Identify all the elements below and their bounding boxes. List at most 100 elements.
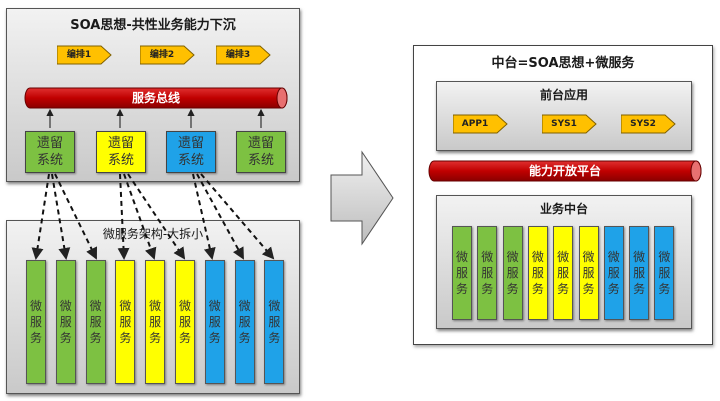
microservice-9: 微服务 — [264, 260, 285, 384]
legacy-system-4-label: 遗留 — [247, 136, 274, 151]
app-sys2-label: SYS2 — [630, 119, 656, 129]
business-microservice-8: 微服务 — [629, 226, 650, 320]
business-microservice-4: 微服务 — [527, 226, 548, 320]
orchestration-2-label: 编排2 — [149, 50, 175, 60]
microservice-label-char: 务 — [268, 331, 281, 345]
app-app1-label: APP1 — [461, 119, 489, 129]
microservice-panel-title: 微服务架构-大拆小 — [102, 227, 204, 241]
microservice-label-char: 微 — [208, 299, 221, 313]
microservice-label-char: 务 — [89, 331, 102, 345]
microservice-label-char: 务 — [119, 331, 132, 345]
business-microservice-3: 微服务 — [502, 226, 523, 320]
business-microservice-label-char: 微 — [455, 250, 468, 264]
microservice-label-char: 务 — [149, 331, 162, 345]
microservice-label-char: 务 — [238, 331, 251, 345]
microservice-label-char: 微 — [59, 299, 72, 313]
soa-panel: SOA思想-共性业务能力下沉 编排1 编排2 编排3 服务总线 遗留 系统 遗留… — [6, 8, 300, 182]
legacy-system-2-label-2: 系统 — [107, 153, 134, 168]
split-arrow-3 — [54, 173, 98, 260]
business-microservice-7: 微服务 — [603, 226, 624, 320]
business-microservice-9: 微服务 — [654, 226, 675, 320]
orchestration-3-label: 编排3 — [225, 50, 251, 60]
business-microservice-label-char: 务 — [506, 282, 519, 296]
orchestration-1: 编排1 — [57, 45, 113, 65]
soa-panel-title: SOA思想-共性业务能力下沉 — [70, 18, 236, 33]
split-arrow-1 — [31, 173, 50, 260]
microservice-label-char: 服 — [238, 315, 251, 329]
business-microservice-label-char: 服 — [531, 266, 544, 280]
capability-platform-label: 能力开放平台 — [528, 164, 601, 178]
business-microservice-label-char: 微 — [658, 250, 671, 264]
business-microservice-label-char: 务 — [582, 282, 595, 296]
front-apps-panel: 前台应用 APP1 SYS1 SYS2 — [436, 81, 692, 151]
app-app1: APP1 — [453, 114, 509, 134]
business-microservice-label-char: 微 — [607, 250, 620, 264]
app-sys1-label: SYS1 — [551, 119, 577, 129]
capability-platform-cylinder — [428, 160, 702, 182]
microservice-label-char: 服 — [178, 315, 191, 329]
business-microservice-label-char: 服 — [658, 266, 671, 280]
legacy-system-1-label: 遗留 — [36, 136, 63, 151]
front-apps-title: 前台应用 — [539, 88, 588, 102]
microservice-label-char: 务 — [178, 331, 191, 345]
orchestration-3: 编排3 — [216, 45, 272, 65]
business-microservice-label-char: 务 — [658, 282, 671, 296]
business-microservice-label-char: 服 — [481, 266, 494, 280]
split-arrow-6 — [127, 173, 186, 260]
service-bus-label: 服务总线 — [131, 91, 180, 105]
legacy-system-2: 遗留 系统 — [96, 131, 146, 173]
microservice-label-char: 服 — [29, 315, 42, 329]
business-microservice-label-char: 微 — [531, 250, 544, 264]
microservice-5: 微服务 — [145, 260, 166, 384]
business-microservice-label-char: 微 — [506, 250, 519, 264]
microservice-7: 微服务 — [204, 260, 225, 384]
legacy-system-1-label-2: 系统 — [36, 153, 63, 168]
business-microservice-label-char: 服 — [557, 266, 570, 280]
legacy-system-4: 遗留 系统 — [236, 131, 286, 173]
business-microservice-label-char: 务 — [481, 282, 494, 296]
microservice-label-char: 微 — [149, 299, 162, 313]
legacy-system-2-label: 遗留 — [107, 136, 134, 151]
legacy-system-3-label-2: 系统 — [177, 153, 204, 168]
business-microservice-2: 微服务 — [477, 226, 498, 320]
microservice-4: 微服务 — [115, 260, 136, 384]
microservice-label-char: 服 — [89, 315, 102, 329]
business-microservice-6: 微服务 — [578, 226, 599, 320]
microservice-label-char: 微 — [119, 299, 132, 313]
microservice-1: 微服务 — [26, 260, 46, 384]
business-microservice-label-char: 服 — [455, 266, 468, 280]
microservice-label-char: 微 — [178, 299, 191, 313]
microservice-label-char: 微 — [29, 299, 42, 313]
split-arrow-9 — [200, 173, 275, 260]
app-sys1: SYS1 — [542, 114, 598, 134]
microservice-6: 微服务 — [175, 260, 195, 384]
split-arrow-8 — [196, 173, 244, 260]
split-arrow-4 — [117, 173, 130, 260]
microservice-2: 微服务 — [55, 260, 76, 384]
business-microservice-5: 微服务 — [553, 226, 574, 320]
microservice-label-char: 服 — [208, 315, 221, 329]
legacy-system-3-label: 遗留 — [177, 136, 204, 151]
microservice-label-char: 服 — [59, 315, 72, 329]
business-microservice-label-char: 务 — [633, 282, 646, 296]
split-arrow-2 — [51, 173, 71, 260]
business-microservice-label-char: 服 — [582, 266, 595, 280]
business-microservice-label-char: 服 — [506, 266, 519, 280]
microservice-label-char: 微 — [268, 299, 281, 313]
business-microservice-label-char: 微 — [557, 250, 570, 264]
split-arrow-7 — [192, 173, 216, 260]
microservice-label-char: 微 — [89, 299, 102, 313]
legacy-system-3: 遗留 系统 — [166, 131, 216, 173]
app-sys2: SYS2 — [621, 114, 677, 134]
legacy-system-4-label-2: 系统 — [247, 153, 274, 168]
business-microservice-label-char: 微 — [582, 250, 595, 264]
microservice-label-char: 务 — [29, 331, 42, 345]
business-microservice-label-char: 微 — [633, 250, 646, 264]
business-microservice-label-char: 务 — [531, 282, 544, 296]
microservice-label-char: 务 — [59, 331, 72, 345]
business-microservice-label-char: 务 — [455, 282, 468, 296]
split-arrow-5 — [123, 173, 157, 260]
microservice-label-char: 服 — [268, 315, 281, 329]
capability-platform: 能力开放平台 — [428, 160, 702, 182]
